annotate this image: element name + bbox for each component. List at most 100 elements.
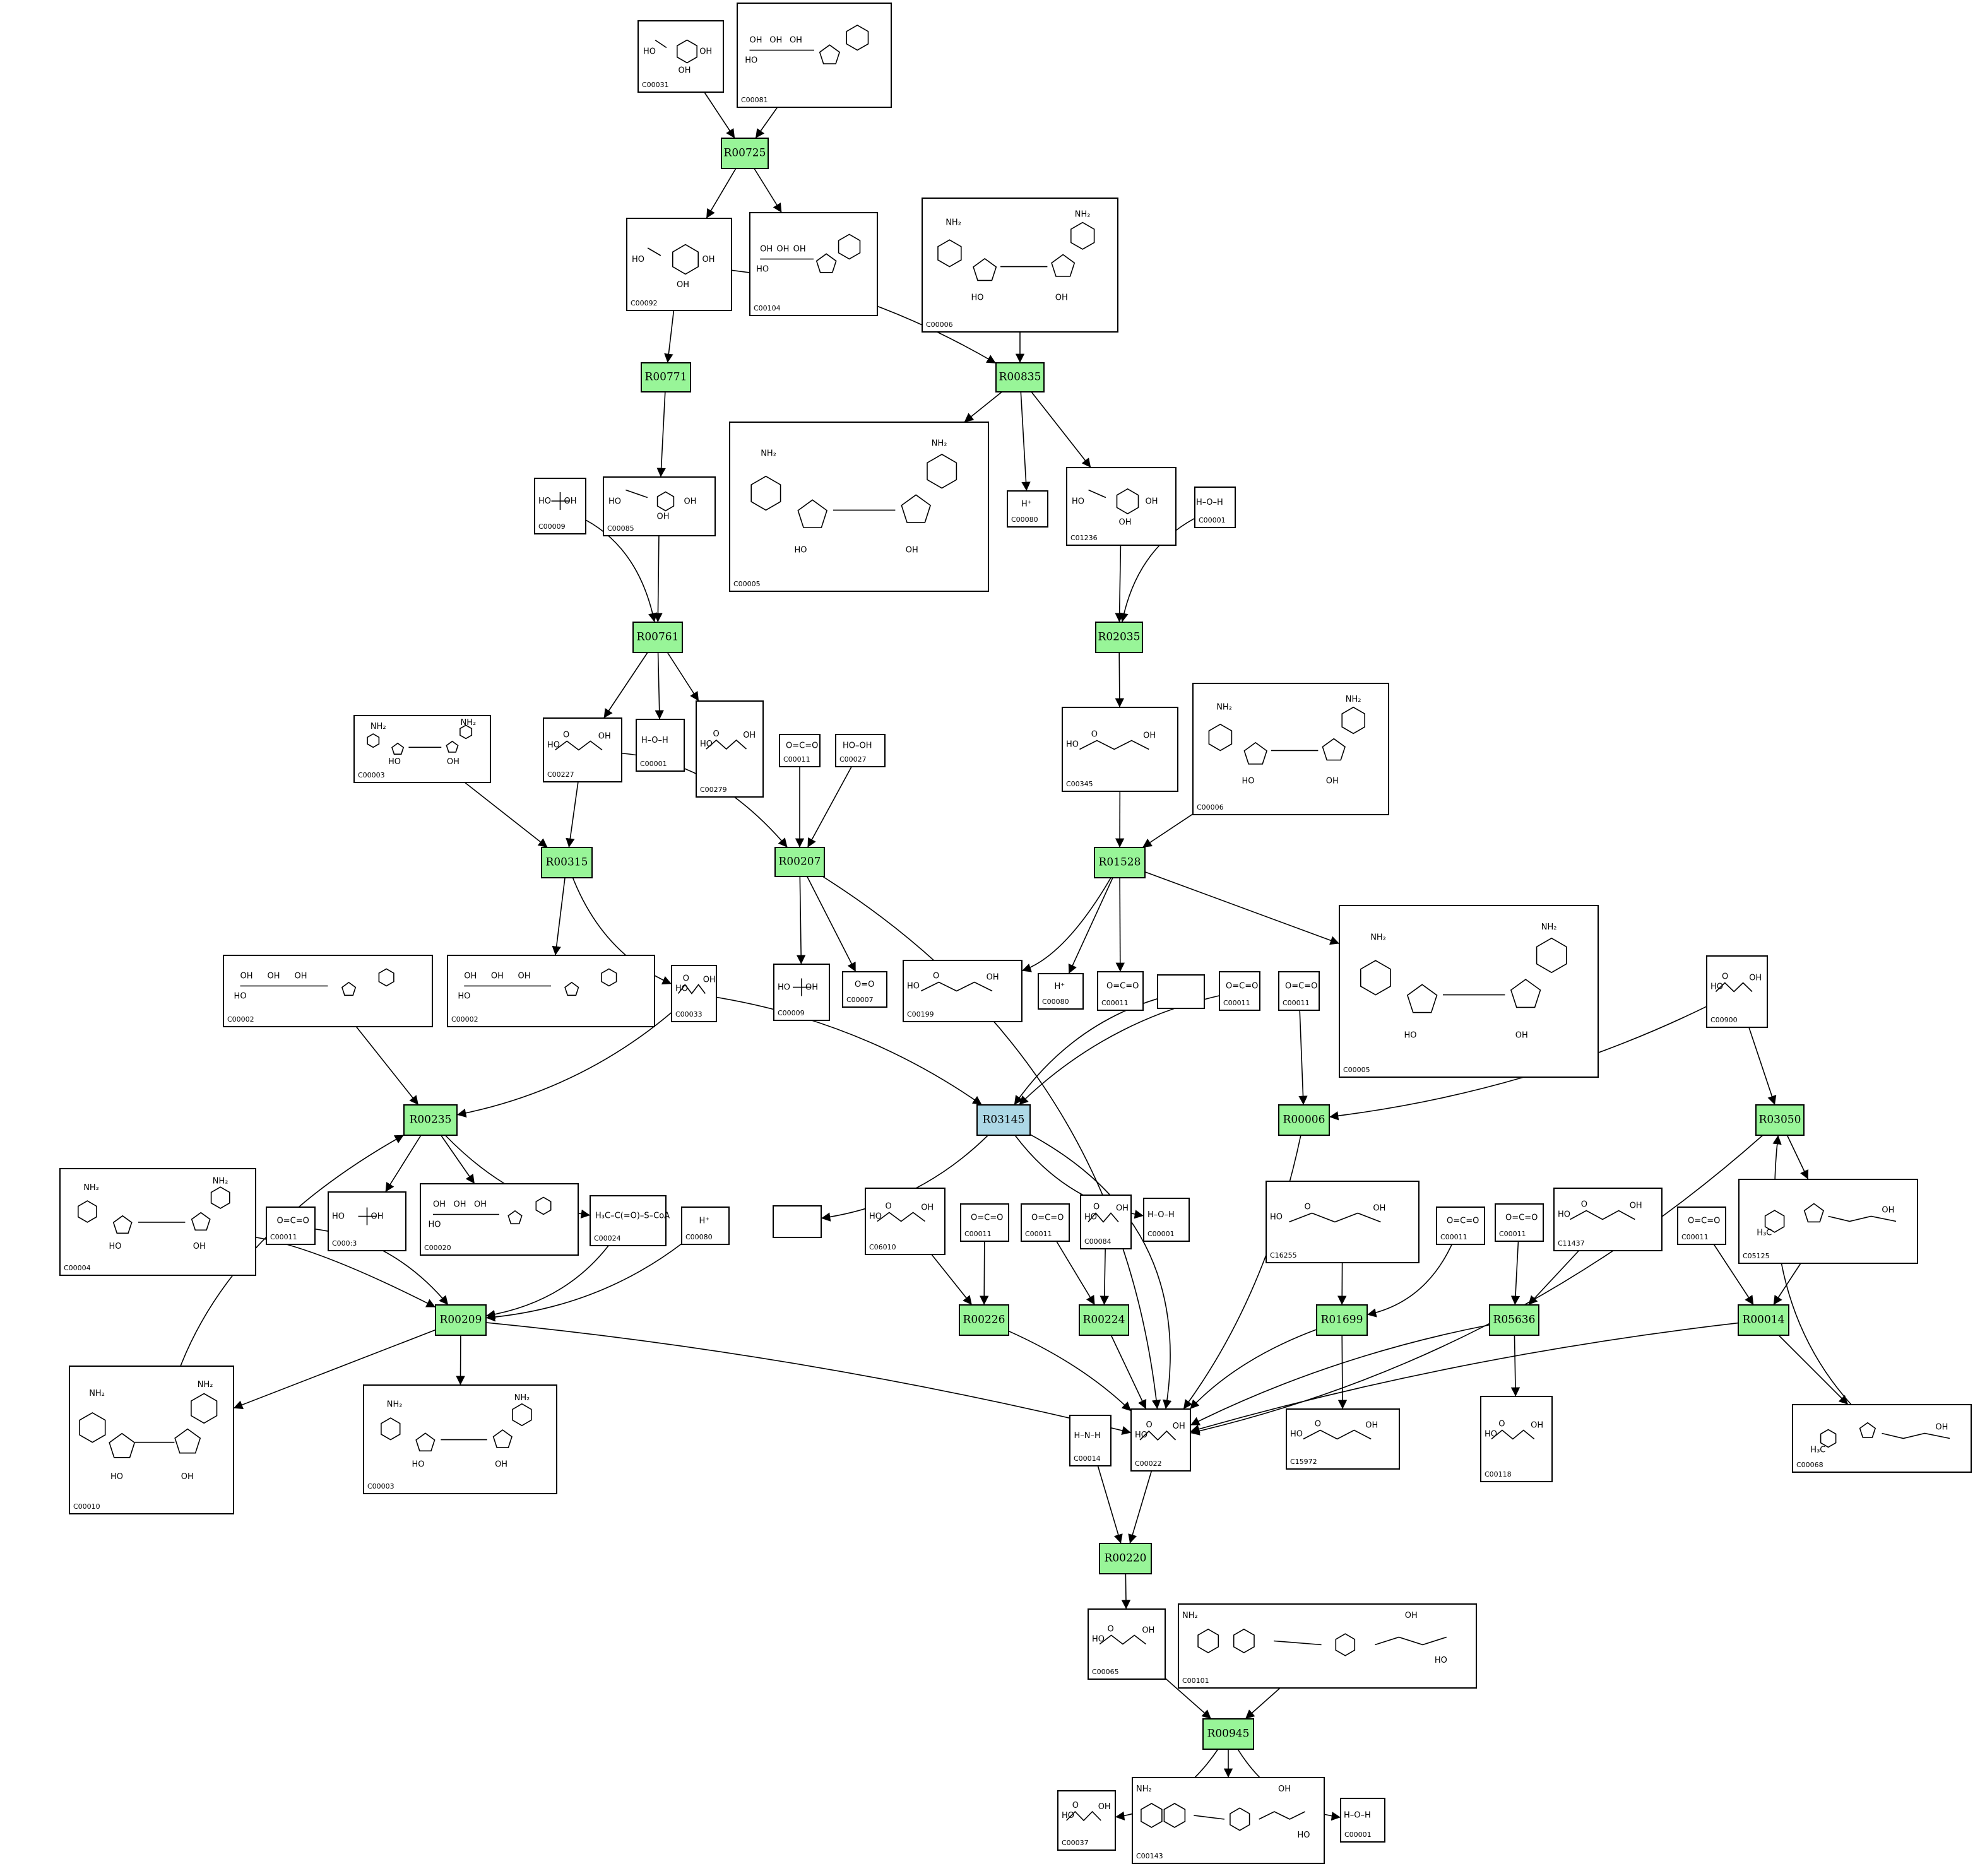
atom-label: HO xyxy=(1072,497,1084,507)
reaction-r00226[interactable]: R00226 xyxy=(959,1304,1009,1336)
compound-id: C00033 xyxy=(675,1010,702,1018)
reaction-r00224[interactable]: R00224 xyxy=(1079,1304,1129,1336)
atom-label: HO xyxy=(1404,1031,1417,1041)
compound-empty_a[interactable] xyxy=(1157,974,1205,1009)
compound-c00080_c[interactable]: H⁺C00080 xyxy=(681,1206,730,1245)
reaction-r00235[interactable]: R00235 xyxy=(403,1104,458,1136)
compound-empty_b[interactable] xyxy=(773,1205,822,1238)
reaction-box xyxy=(1738,1304,1789,1336)
reaction-r00945[interactable]: R00945 xyxy=(1202,1718,1254,1750)
atom-label: O=C=O xyxy=(971,1213,1003,1223)
reaction-r00220[interactable]: R00220 xyxy=(1099,1543,1152,1574)
compound-c00080_a[interactable]: H⁺C00080 xyxy=(1007,490,1048,528)
compound-id: C00118 xyxy=(1485,1470,1512,1478)
structure-co2: O=C=O xyxy=(1226,982,1258,991)
reaction-r03145[interactable]: R03145 xyxy=(976,1104,1031,1136)
structure-o2: O=O xyxy=(855,980,874,989)
reaction-r01699[interactable]: R01699 xyxy=(1316,1304,1368,1336)
compound-box xyxy=(1219,971,1260,1011)
reaction-r00771[interactable]: R00771 xyxy=(641,362,691,392)
reaction-r00207[interactable]: R00207 xyxy=(774,847,825,877)
reaction-r00725[interactable]: R00725 xyxy=(721,138,769,169)
atom-label: NH₂ xyxy=(387,1400,403,1409)
reaction-r00315[interactable]: R00315 xyxy=(541,847,593,878)
reaction-r01528[interactable]: R01528 xyxy=(1094,847,1146,878)
atom-label: OH xyxy=(921,1203,934,1213)
edge-c_C00011_g-to-R00224 xyxy=(1056,1241,1096,1306)
reaction-r02035[interactable]: R02035 xyxy=(1095,622,1143,653)
reaction-r00209[interactable]: R00209 xyxy=(435,1304,487,1336)
atom-label: OH xyxy=(447,757,459,767)
reaction-label: R02035 xyxy=(1098,631,1141,644)
compound-c00080_b[interactable]: H⁺C00080 xyxy=(1038,973,1084,1010)
compound-id: C00006 xyxy=(1197,803,1224,811)
reaction-r00835[interactable]: R00835 xyxy=(995,362,1045,392)
reaction-r00006[interactable]: R00006 xyxy=(1278,1104,1330,1136)
reaction-r05636[interactable]: R05636 xyxy=(1489,1304,1539,1336)
reaction-r00761[interactable]: R00761 xyxy=(632,622,683,653)
reaction-r03050[interactable]: R03050 xyxy=(1755,1104,1805,1136)
reaction-r00014[interactable]: R00014 xyxy=(1738,1304,1789,1336)
